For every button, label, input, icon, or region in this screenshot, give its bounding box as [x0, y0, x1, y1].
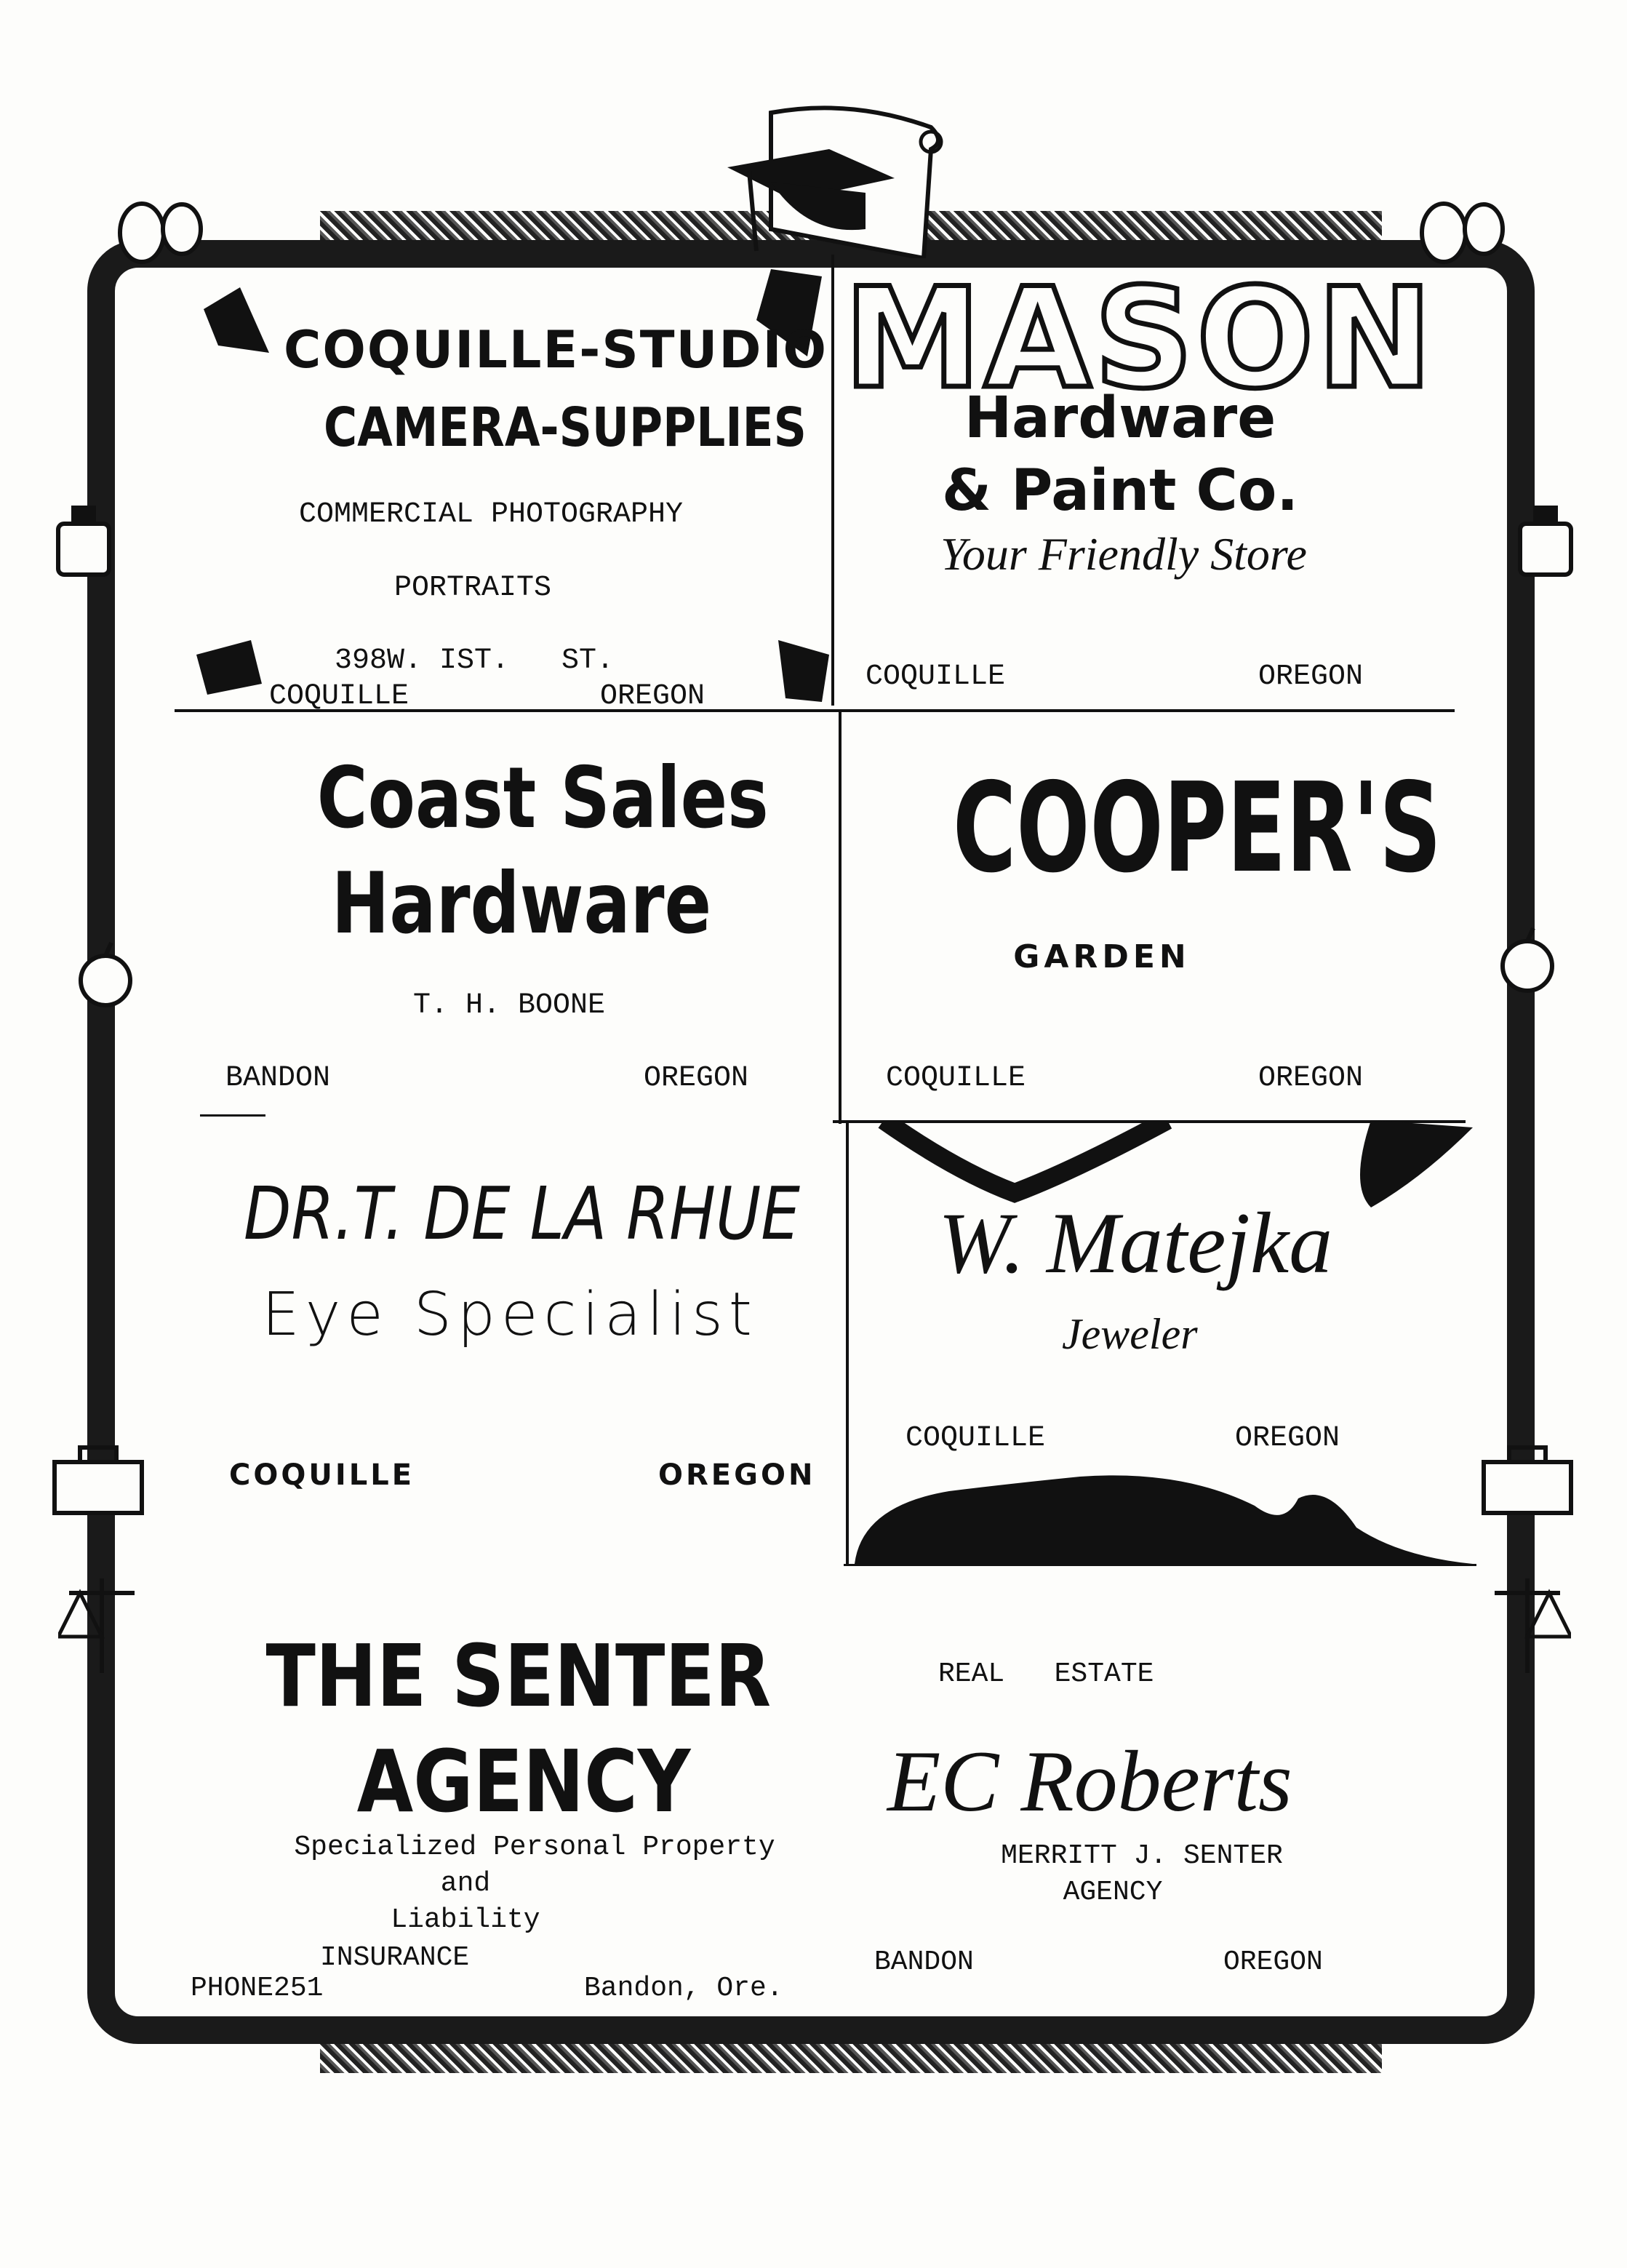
corner-ornament: [756, 269, 822, 356]
rhue-name: DR.T. DE LA RHUE: [244, 1171, 800, 1256]
roberts-header: REAL ESTATE: [938, 1658, 1154, 1690]
roberts-agency2: AGENCY: [1063, 1877, 1163, 1908]
mason-line1: Hardware: [964, 386, 1276, 451]
studio-camera-supplies: CAMERA-SUPPLIES: [324, 396, 807, 459]
studio-city: COQUILLE: [269, 680, 409, 713]
senter-desc3: Liability: [391, 1904, 540, 1936]
rhue-state: OREGON: [658, 1458, 816, 1492]
studio-name: COQUILLE-STUDIO: [284, 320, 828, 380]
scales-icon: [1495, 1578, 1571, 1673]
ink-bottle-icon: [56, 506, 111, 577]
mason-tagline: Your Friendly Store: [940, 528, 1307, 580]
mason-state: OREGON: [1258, 660, 1364, 693]
coopers-state: OREGON: [1258, 1062, 1364, 1095]
rhue-city: COQUILLE: [229, 1458, 415, 1492]
corner-ornament: [196, 640, 262, 695]
mason-name: MASON: [842, 256, 1436, 422]
rhue-title: Eye Specialist: [262, 1280, 758, 1349]
senter-desc2: and: [440, 1868, 491, 1899]
coast-owner: T. H. BOONE: [412, 989, 606, 1022]
matejka-city: COQUILLE: [906, 1422, 1046, 1455]
acorn-icon: [118, 201, 203, 264]
dash: [200, 1114, 265, 1117]
senter-desc4: INSURANCE: [320, 1942, 470, 1973]
corner-ornament: [778, 640, 829, 702]
roberts-agency1: MERRITT J. SENTER: [1001, 1840, 1283, 1872]
mason-line2: & Paint Co.: [941, 458, 1299, 524]
senter-desc1: Specialized Personal Property: [294, 1832, 775, 1863]
studio-commercial: COMMERCIAL PHOTOGRAPHY: [298, 498, 684, 531]
roberts-name: EC Roberts: [887, 1733, 1292, 1829]
studio-address: 398W. IST. ST.: [335, 644, 615, 677]
coast-state: OREGON: [644, 1062, 749, 1095]
bottom-ribbon: [320, 2044, 1382, 2073]
divider: [175, 709, 1455, 712]
senter-line1: THE SENTER: [265, 1626, 772, 1726]
graduation-cap-icon: [727, 105, 943, 258]
toolbox-icon: [1482, 1445, 1573, 1515]
coast-city: BANDON: [225, 1062, 331, 1095]
divider: [839, 709, 842, 1124]
apple-icon: [1500, 927, 1554, 993]
coopers-sub: GARDEN: [1013, 938, 1191, 975]
studio-state: OREGON: [600, 680, 705, 713]
scales-icon: [58, 1578, 135, 1673]
matejka-name: W. Matejka: [938, 1194, 1333, 1291]
divider: [844, 1564, 1476, 1566]
apple-icon: [79, 941, 132, 1007]
matejka-title: Jeweler: [1062, 1310, 1198, 1358]
senter-line2: AGENCY: [356, 1731, 691, 1832]
toolbox-icon: [52, 1445, 144, 1515]
decorative-border-inner: [115, 268, 1507, 2016]
coast-line2: Hardware: [331, 855, 712, 953]
roberts-state: OREGON: [1223, 1946, 1323, 1978]
studio-portraits: PORTRAITS: [393, 572, 552, 604]
coopers-city: COQUILLE: [886, 1062, 1026, 1095]
coopers-name: COOPER'S: [953, 756, 1442, 901]
mason-city: COQUILLE: [866, 660, 1006, 693]
divider: [846, 1120, 849, 1564]
roberts-city: BANDON: [874, 1946, 974, 1978]
divider: [831, 255, 834, 706]
ink-bottle-icon: [1518, 506, 1573, 577]
senter-location: Bandon, Ore.: [584, 1973, 783, 2004]
wave-ornament: [855, 1120, 1473, 1564]
matejka-state: OREGON: [1235, 1422, 1340, 1455]
coast-line1: Coast Sales: [316, 749, 769, 847]
senter-phone: PHONE251: [191, 1973, 324, 2004]
corner-ornament: [204, 287, 269, 353]
acorn-icon: [1420, 201, 1505, 264]
